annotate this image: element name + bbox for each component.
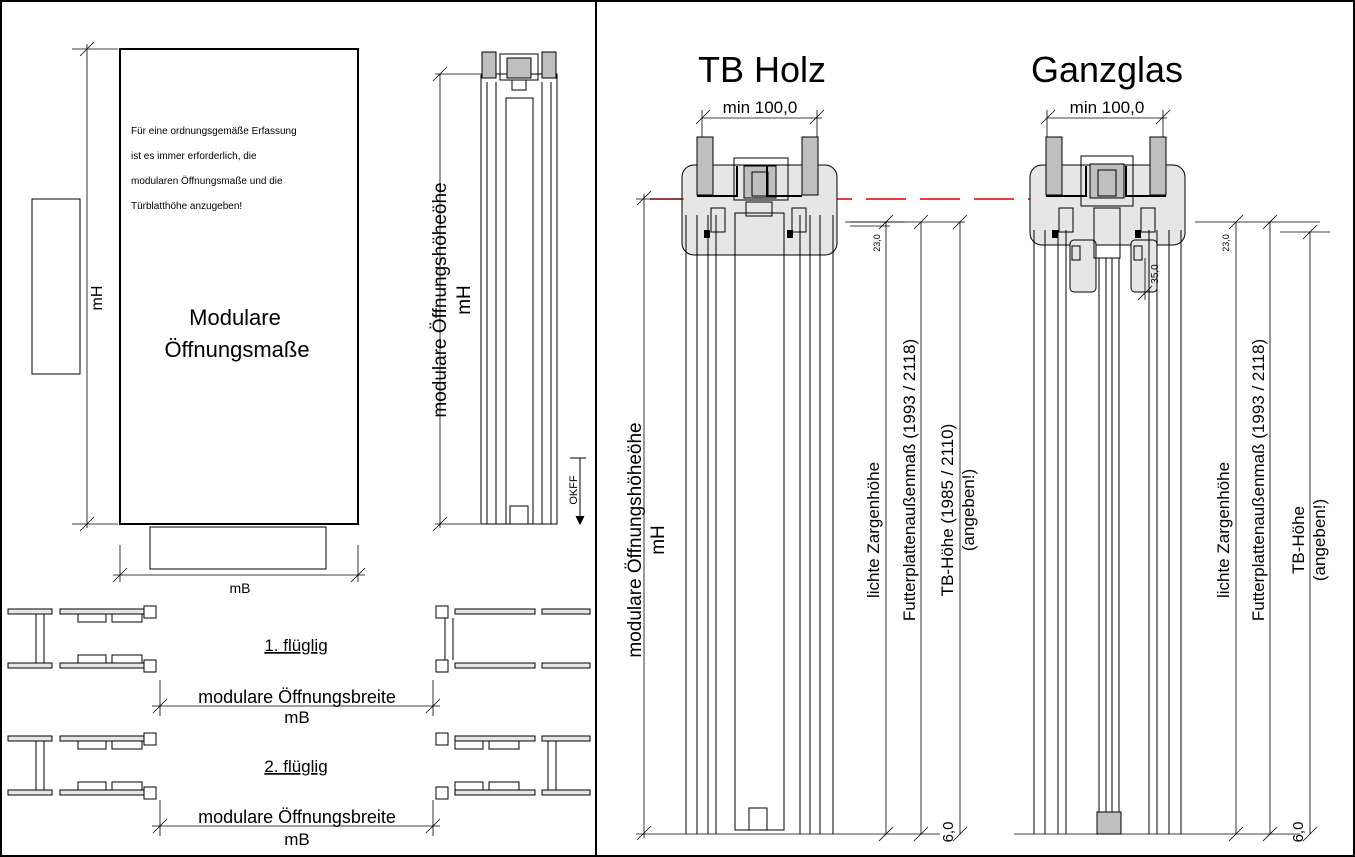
- side-height-label: modulare Öffnungshöheöhe: [430, 182, 451, 417]
- center-label-1: Modulare: [189, 305, 281, 330]
- glas-futter: Futterplattenaußenmaß (1993 / 2118): [1249, 339, 1268, 621]
- plan1-title: 1. flüglig: [264, 636, 327, 655]
- note-line-4: Türblatthöhe anzugeben!: [131, 201, 242, 212]
- note-line-2: ist es immer erforderlich, die: [131, 151, 257, 162]
- elevation-view: mH mB Für eine ordnungsgemäße Erfassung …: [31, 41, 366, 596]
- holz-title: TB Holz: [698, 49, 826, 90]
- holz-tb-line2: (angeben!): [959, 469, 978, 551]
- holz-mh-sub: mH: [648, 525, 669, 555]
- glas-tb-line2: (angeben!): [1310, 499, 1329, 581]
- glas-bottom-dim: 6,0: [1290, 822, 1307, 843]
- dim-width-label: mB: [230, 580, 251, 596]
- holz-futter: Futterplattenaußenmaß (1993 / 2118): [900, 339, 919, 621]
- holz-section: min 100,0 modulare Öffnungshöheöhe mH: [625, 98, 978, 842]
- center-label-2: Öffnungsmaße: [164, 337, 309, 362]
- plan2-title: 2. flüglig: [264, 757, 327, 776]
- okff-label: OKFF: [568, 475, 580, 505]
- glas-title: Ganzglas: [1031, 49, 1183, 90]
- glas-min-dim: min 100,0: [1070, 98, 1145, 117]
- side-section-view: modulare Öffnungshöheöhe mH OKFF: [430, 51, 586, 532]
- note-line-1: Für eine ordnungsgemäße Erfassung: [131, 126, 297, 137]
- plan2-width-label: modulare Öffnungsbreite: [198, 807, 396, 827]
- glas-dim-35: 35,0: [1150, 264, 1161, 284]
- plan1-width-sub: mB: [284, 708, 310, 727]
- glas-section: min 100,0: [1014, 98, 1330, 842]
- bottom-panel-rect: [149, 526, 327, 570]
- note-line-3: modularen Öffnungsmaße und die: [131, 175, 283, 187]
- holz-mh-label: modulare Öffnungshöheöhe: [625, 422, 646, 657]
- holz-lichte: lichte Zargenhöhe: [864, 462, 883, 598]
- dim-height-label: mH: [89, 286, 106, 311]
- holz-min-dim: min 100,0: [723, 98, 798, 117]
- holz-dim-23: 23,0: [872, 234, 882, 252]
- opening-rectangle: [119, 48, 359, 525]
- side-height-sub: mH: [454, 285, 475, 315]
- glas-lichte: lichte Zargenhöhe: [1214, 462, 1233, 598]
- plan-views: 1. flüglig modulare Öffnungsbreite mB 2.…: [7, 605, 591, 849]
- glas-dim-23: 23,0: [1221, 234, 1231, 252]
- side-panel-rect: [31, 198, 81, 375]
- plan1-width-label: modulare Öffnungsbreite: [198, 687, 396, 707]
- holz-bottom-dim: 6,0: [940, 822, 957, 843]
- plan2-width-sub: mB: [284, 830, 310, 849]
- glas-tb-line1: TB-Höhe: [1289, 506, 1308, 574]
- holz-tb-line1: TB-Höhe (1985 / 2110): [938, 424, 957, 597]
